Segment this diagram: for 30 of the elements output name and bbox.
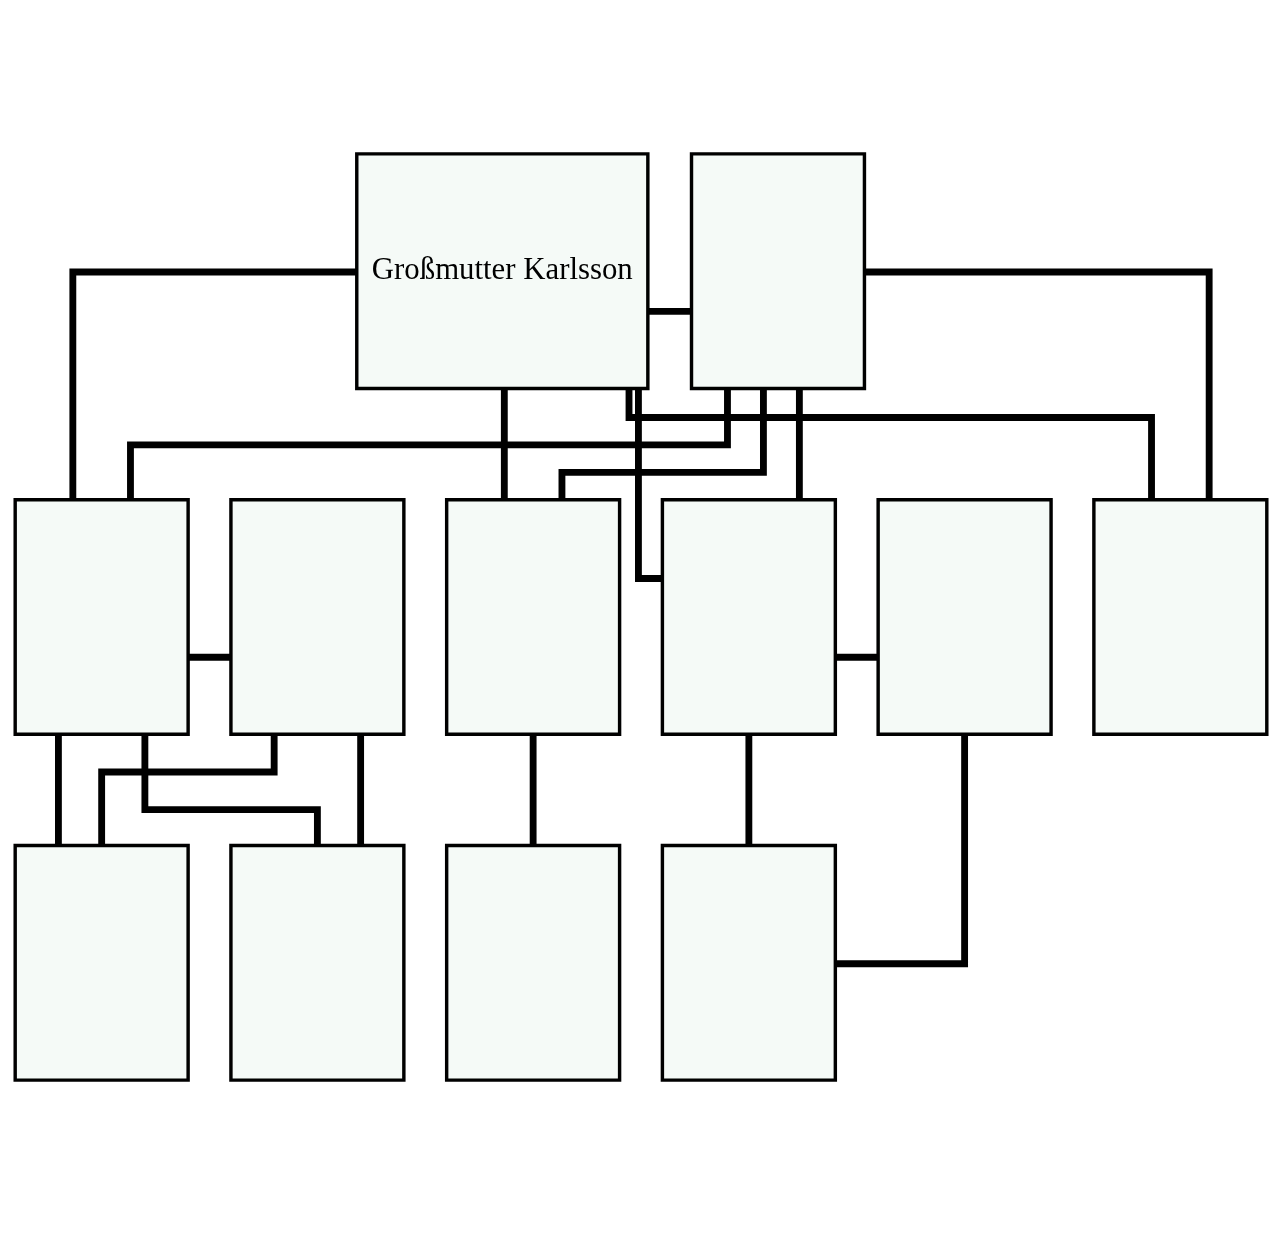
connector [745,734,753,846]
node-box [13,843,190,1082]
node-box: Großmutter Karlsson [355,152,650,391]
node-box [444,498,622,736]
node-box [13,498,190,736]
connector [98,734,278,846]
node-box [229,843,406,1082]
connector [635,388,663,582]
node-box [689,152,867,391]
connector [69,268,357,500]
connector [500,388,508,500]
node-box [660,498,838,736]
connector [357,734,365,846]
connector [529,734,537,846]
connector [55,734,62,846]
node-box [1092,498,1269,736]
node-box [444,843,622,1082]
connector [625,388,1155,500]
connector [648,307,692,315]
connector [188,653,231,661]
connector [141,734,321,846]
connector [127,388,731,500]
node-box [876,498,1053,736]
connector [835,734,969,968]
connector [795,388,803,500]
connector [864,268,1213,500]
connector [835,653,879,661]
connector [558,388,767,500]
node-box [660,843,838,1082]
node-box [229,498,406,736]
